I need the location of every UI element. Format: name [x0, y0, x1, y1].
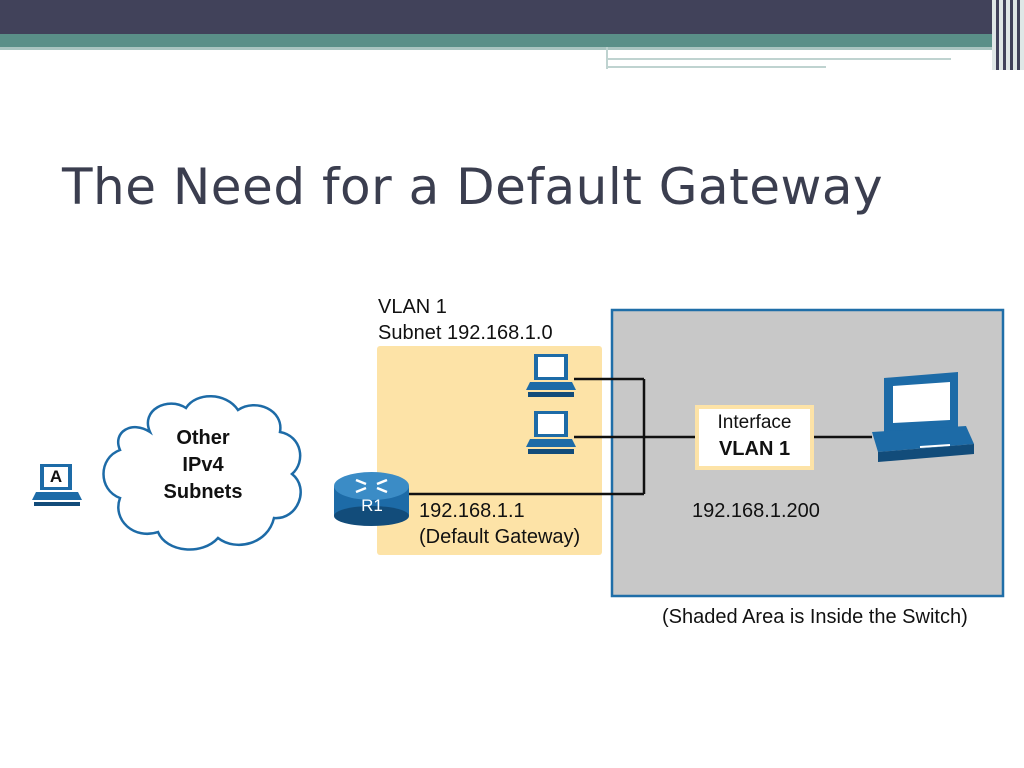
cloud-label-line1: Other	[176, 427, 230, 449]
pc-icon-1	[526, 354, 576, 397]
vlan-label: VLAN 1	[378, 296, 447, 318]
slide-title: The Need for a Default Gateway	[62, 158, 884, 216]
router-icon	[334, 472, 409, 526]
subnet-label: Subnet 192.168.1.0	[378, 322, 553, 344]
host-a-label: A	[49, 467, 63, 486]
pc-icon-2	[526, 411, 576, 454]
interface-ip: 192.168.1.200	[692, 500, 820, 522]
host-a-pc-icon	[32, 464, 82, 506]
monitor-icon	[872, 372, 974, 462]
gateway-note: (Default Gateway)	[419, 526, 581, 548]
connection-lines	[407, 377, 872, 496]
gateway-ip: 192.168.1.1	[419, 500, 525, 522]
header-bar	[0, 0, 1024, 70]
router-label: R1	[361, 496, 383, 515]
switch-note: (Shaded Area is Inside the Switch)	[662, 606, 968, 628]
cloud-label-line2: IPv4	[182, 454, 224, 476]
interface-label-line1: Interface	[717, 412, 792, 433]
interface-box	[695, 405, 814, 470]
vlan-area	[377, 346, 602, 555]
interface-label-line2: VLAN 1	[718, 438, 791, 460]
cloud-shape	[102, 395, 302, 551]
cloud-label-line3: Subnets	[163, 481, 243, 503]
